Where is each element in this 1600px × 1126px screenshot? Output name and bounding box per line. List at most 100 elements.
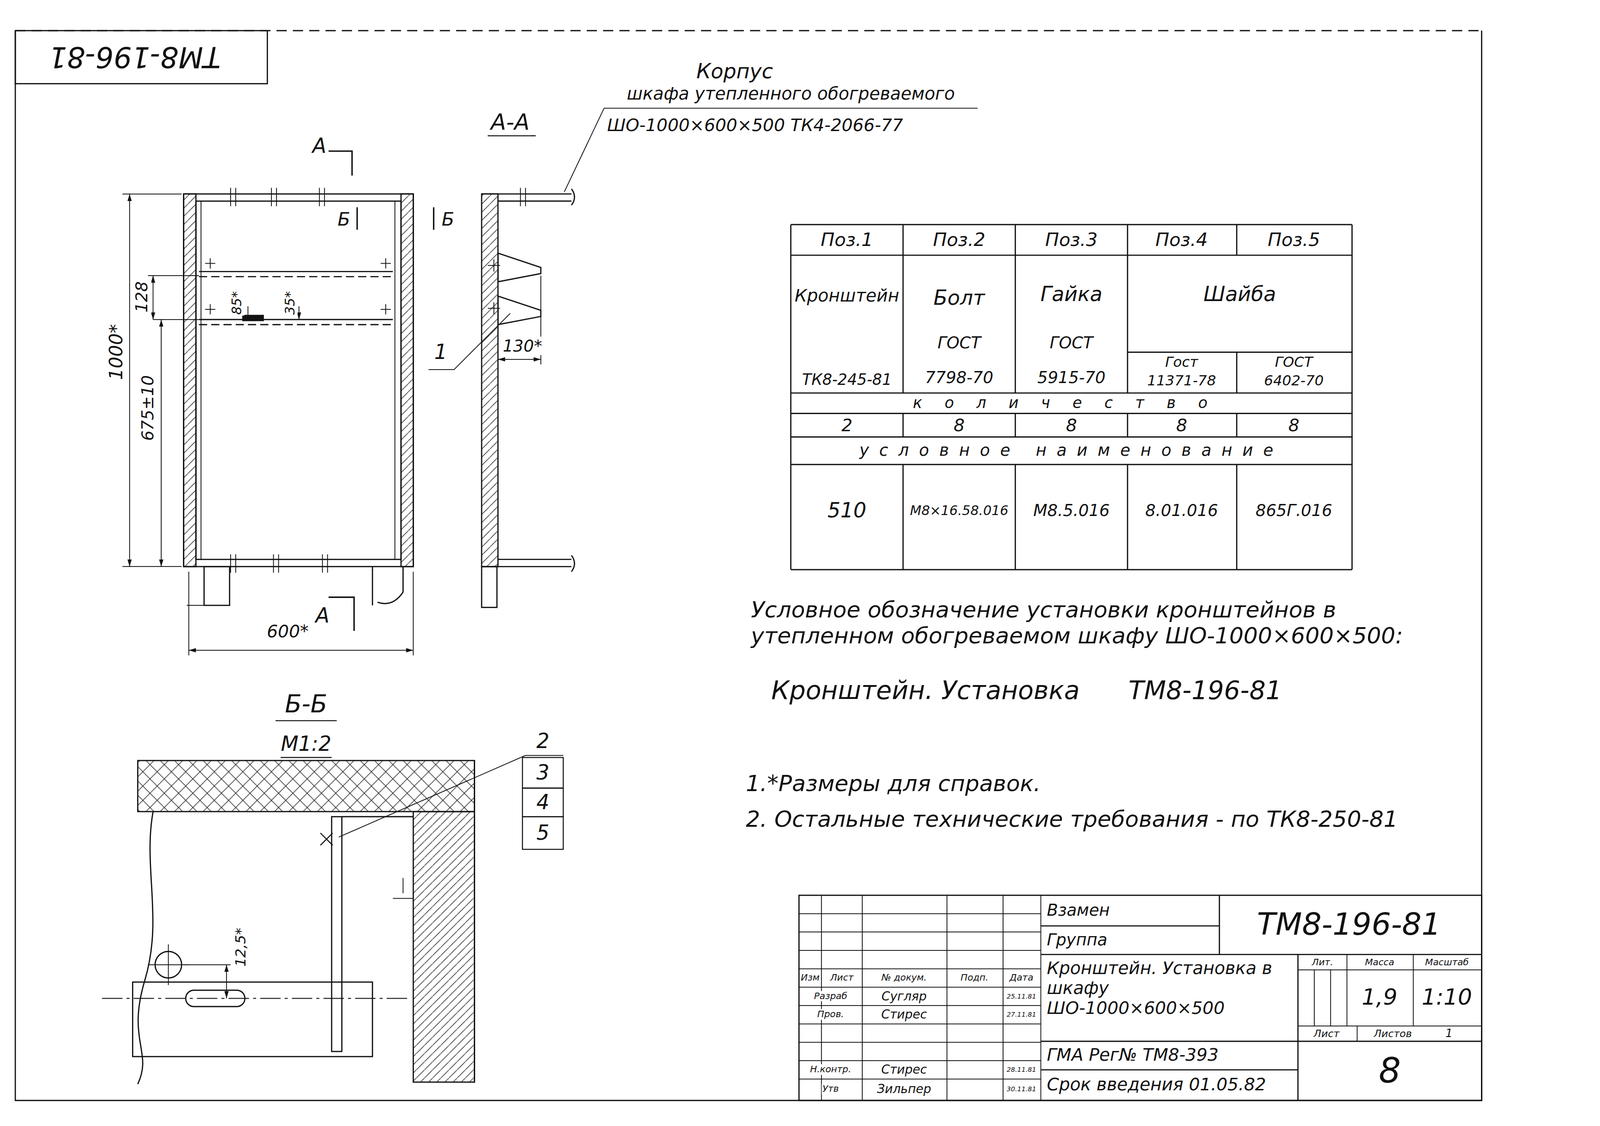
designation-example: ТМ8-196-81	[1127, 675, 1283, 705]
date-cell: 30.11.81	[1005, 1085, 1038, 1093]
front-view	[200, 200, 396, 560]
title-block-cell: Взамен	[1046, 900, 1111, 920]
technical-note: 1.*Размеры для справок.	[745, 770, 1042, 797]
front-view	[195, 200, 402, 560]
callout-number: 5	[535, 821, 551, 845]
parts-table	[790, 224, 1353, 570]
title-block-cell: Масса	[1363, 956, 1395, 968]
dimension: 130*	[501, 336, 544, 356]
technical-note: 2. Остальные технические требования - по…	[745, 806, 1400, 833]
signer-name: Стирес	[880, 1062, 929, 1077]
table-cell: Поз.3	[1044, 229, 1099, 251]
sheet-frame	[15, 30, 1482, 1101]
designation-example: Кронштейн. Установка	[770, 675, 1081, 705]
title-block	[798, 895, 1482, 1101]
signer-name: Сугляр	[880, 988, 928, 1003]
table-cell: 5915-70	[1036, 368, 1107, 388]
section-b-b	[473, 760, 476, 1082]
front-view-dimensions	[188, 649, 414, 651]
section-label: А-А	[489, 109, 531, 136]
document-number: ТМ8-196-81	[1255, 906, 1442, 942]
dimension: 12,5*	[232, 926, 249, 968]
title-block	[1041, 895, 1482, 1101]
table-cell: Шайба	[1202, 282, 1278, 306]
table-cell: 2	[840, 415, 854, 436]
parts-table	[1236, 224, 1238, 570]
section-b-b	[320, 832, 333, 845]
front-view	[199, 270, 394, 273]
title-block	[798, 913, 1041, 1080]
title-block-cell: Масштаб	[1424, 956, 1470, 968]
side-view	[571, 188, 575, 206]
callout-number: 2	[535, 728, 551, 753]
side-view	[497, 253, 541, 283]
front-view	[183, 194, 196, 567]
sheet-frame	[15, 30, 1482, 1101]
front-view	[186, 604, 227, 606]
front-view	[183, 194, 414, 567]
section-marks	[275, 135, 536, 758]
table-heading: количество	[911, 394, 1231, 412]
section-b-b	[413, 811, 475, 1082]
section-b-b	[185, 990, 245, 1007]
title-block-cell: Изм	[799, 972, 821, 983]
section-letter: Б	[440, 208, 456, 231]
parts-table	[790, 224, 1353, 570]
side-view	[520, 188, 526, 207]
side-view	[481, 194, 572, 201]
stamp-number: ТМ8-196-81	[47, 40, 222, 74]
table-cell: Поз.4	[1154, 229, 1209, 251]
section-b-b	[147, 944, 189, 986]
signer-name: Стирес	[880, 1007, 929, 1022]
document-title: Кронштейн. Установка в шкафу ШО-1000×600…	[1046, 958, 1293, 1018]
section-b-b	[225, 964, 227, 999]
front-view	[401, 194, 414, 567]
date-cell: 27.11.81	[1005, 1010, 1038, 1018]
front-view-dimensions	[160, 319, 162, 567]
side-view	[481, 188, 575, 608]
title-block	[821, 895, 1042, 1101]
title-block-cell: Лит.	[1311, 956, 1335, 968]
title-block-cell: Группа	[1046, 930, 1109, 950]
side-view-dimensions	[428, 313, 510, 370]
title-block	[798, 895, 1482, 1101]
title-block-cell: Дата	[1008, 972, 1035, 983]
title-block-cell: 1:10	[1420, 984, 1474, 1011]
side-view-dimensions	[428, 108, 978, 370]
title-block-cell: Лист	[829, 972, 855, 983]
front-view-dimensions	[188, 571, 414, 656]
front-view	[204, 566, 230, 606]
side-view	[497, 295, 541, 325]
table-cell: 8	[1175, 415, 1189, 436]
date-cell: 28.11.81	[1005, 1065, 1038, 1073]
section-b-b	[101, 755, 564, 1085]
front-view	[199, 276, 394, 278]
table-cell: 865Г.016	[1254, 500, 1333, 520]
title-block-cell: Пров.	[816, 1009, 846, 1020]
table-cell: 7798-70	[924, 368, 995, 388]
dimension: 128	[132, 280, 152, 314]
front-view	[372, 566, 403, 606]
date-cell: 25.11.81	[1005, 991, 1038, 1000]
table-cell: Поз.5	[1266, 229, 1321, 251]
table-cell: 11371-78	[1146, 372, 1217, 389]
side-view	[481, 559, 572, 567]
dimension: 1000*	[105, 323, 127, 382]
leader-note: шкафа утепленного обогреваемого	[625, 83, 956, 104]
title-block	[1298, 954, 1482, 1042]
callout-number: 3	[535, 760, 551, 785]
title-block-cell: Н.контр.	[809, 1064, 853, 1075]
section-letter: А	[311, 134, 328, 158]
title-block-cell: Лист	[1312, 1027, 1341, 1040]
front-view	[183, 188, 414, 606]
front-view	[230, 554, 328, 573]
table-cell: Кронштейн	[793, 285, 901, 306]
title-block-cell: № докум.	[880, 972, 928, 983]
table-cell: ГОСТ	[1273, 353, 1314, 371]
front-view-dimensions	[129, 194, 131, 567]
side-view-dimensions	[564, 108, 978, 193]
dimension: 35*	[282, 290, 298, 316]
section-marks	[328, 150, 353, 176]
front-view	[242, 315, 264, 321]
title-block-cell: Разраб	[813, 990, 849, 1002]
